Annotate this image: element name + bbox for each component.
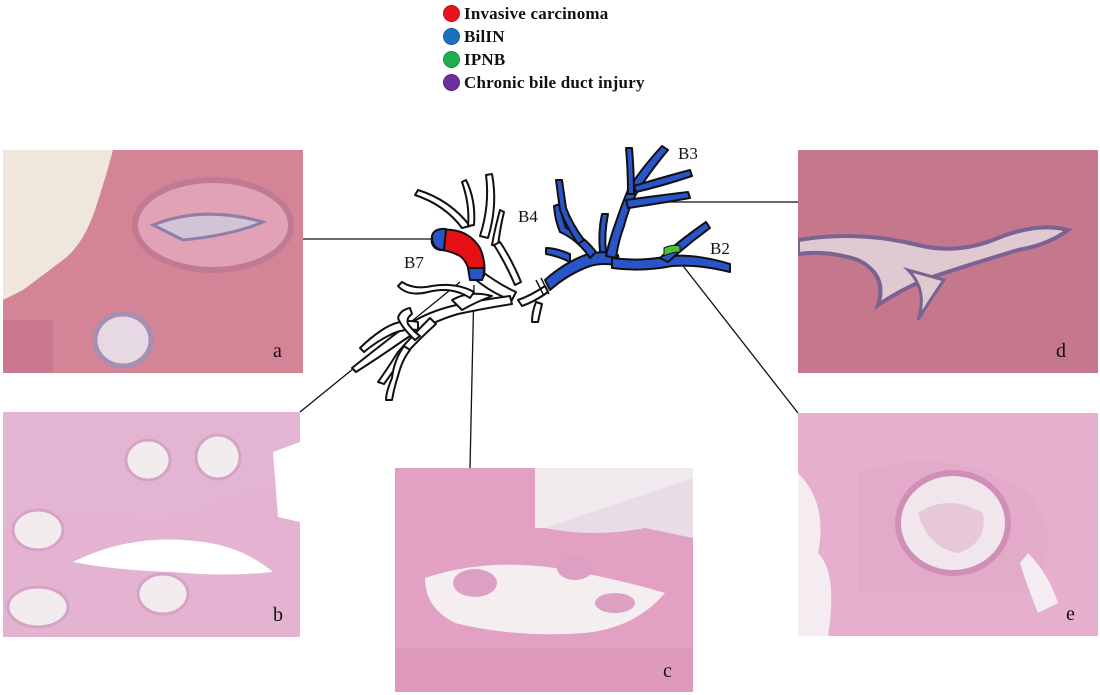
connector-c xyxy=(469,284,475,469)
histology-image-d xyxy=(798,150,1098,373)
panel-label-d: d xyxy=(1056,340,1066,362)
legend-label: IPNB xyxy=(464,49,506,69)
purple-dot-icon xyxy=(443,74,460,91)
histology-image-e xyxy=(798,413,1098,636)
red-dot-icon xyxy=(443,5,460,22)
histology-panel-e: e xyxy=(798,413,1098,636)
histology-panel-d: d xyxy=(798,150,1098,373)
legend-label: BilIN xyxy=(464,26,505,46)
green-dot-icon xyxy=(443,51,460,68)
b7-lesion xyxy=(430,227,486,281)
segment-label-b7: B7 xyxy=(404,253,424,272)
histology-image-b xyxy=(3,412,300,637)
histology-panel-b: b xyxy=(3,412,300,637)
panel-label-e: e xyxy=(1066,603,1075,625)
panel-label-b: b xyxy=(273,604,283,626)
duct-break-marks xyxy=(535,277,550,297)
legend-item-invasive-carcinoma: Invasive carcinoma xyxy=(443,2,645,25)
legend-item-bilin: BilIN xyxy=(443,25,645,48)
blue-dot-icon xyxy=(443,28,460,45)
ipnb-focus xyxy=(663,244,681,257)
panel-label-c: c xyxy=(663,660,672,682)
bilin-ducts xyxy=(544,145,731,291)
legend-item-chronic-injury: Chronic bile duct injury xyxy=(443,71,645,94)
legend-label: Invasive carcinoma xyxy=(464,3,609,23)
panel-label-a: a xyxy=(273,340,282,362)
segment-label-b4: B4 xyxy=(518,207,538,226)
connector-e xyxy=(679,261,799,414)
histology-panel-c: c xyxy=(395,468,693,692)
segment-label-b3: B3 xyxy=(678,144,698,163)
histology-panel-a: a xyxy=(3,150,303,373)
normal-ducts xyxy=(351,173,549,401)
segment-label-b2: B2 xyxy=(710,239,730,258)
legend-item-ipnb: IPNB xyxy=(443,48,645,71)
histology-image-c xyxy=(395,468,693,692)
legend: Invasive carcinoma BilIN IPNB Chronic bi… xyxy=(443,2,645,94)
histology-image-a xyxy=(3,150,303,373)
legend-label: Chronic bile duct injury xyxy=(464,72,645,92)
